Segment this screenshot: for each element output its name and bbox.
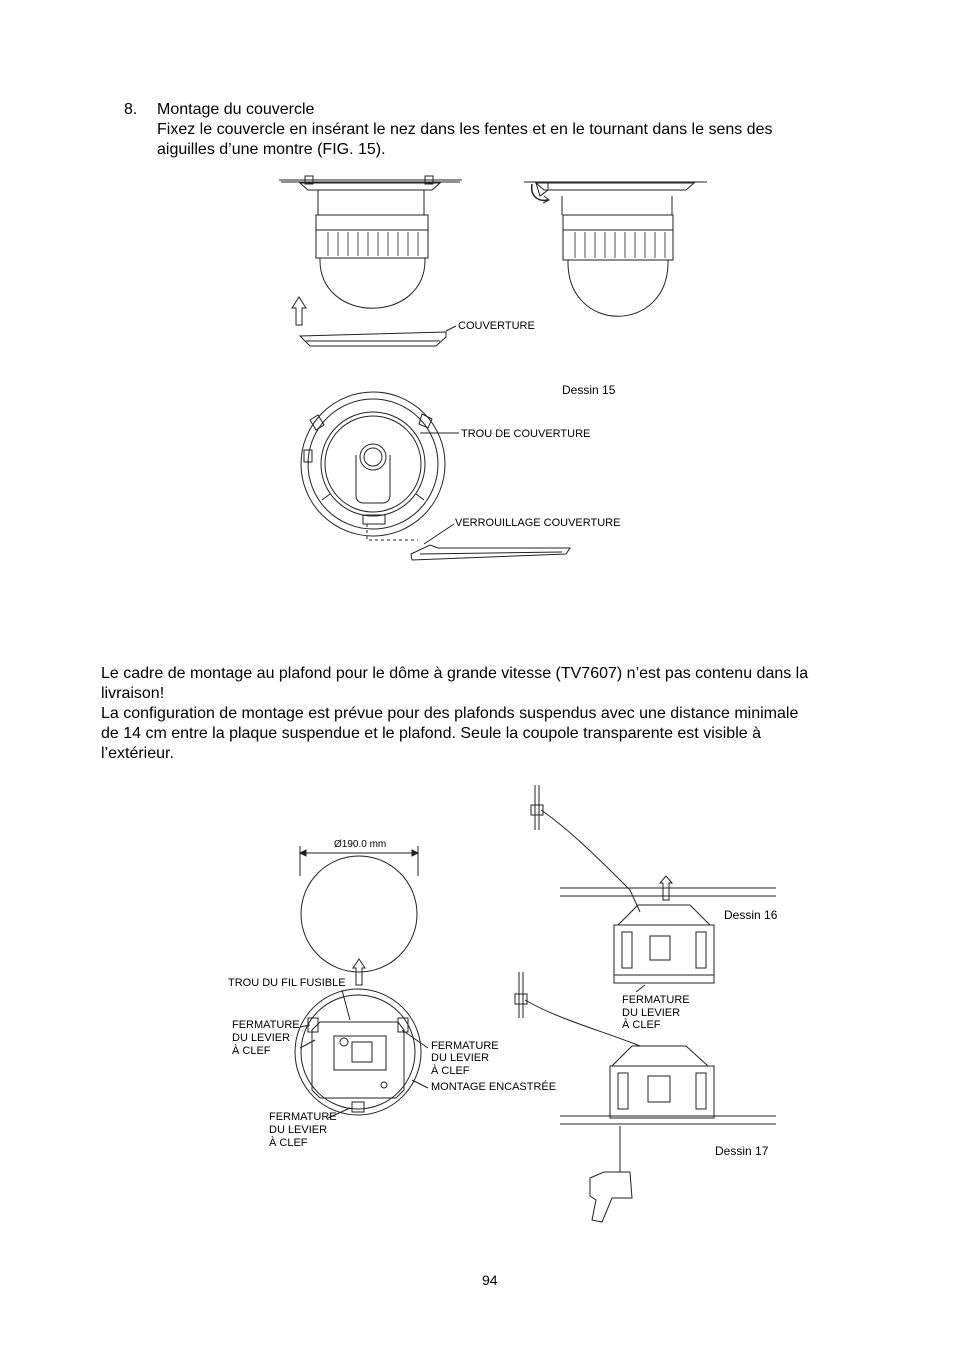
label-line: À CLEF xyxy=(232,1045,271,1057)
label-diameter: Ø190.0 mm xyxy=(334,839,387,850)
paragraph-line: l’extérieur. xyxy=(101,745,174,762)
label-line: DU LEVIER xyxy=(431,1052,490,1064)
label-cover: COUVERTURE xyxy=(458,320,535,332)
paragraph-line: Le cadre de montage au plafond pour le d… xyxy=(101,665,809,682)
label-line: FERMATURE xyxy=(622,994,690,1006)
label-line: À CLEF xyxy=(431,1065,470,1077)
page-number: 94 xyxy=(482,1272,498,1288)
label-cover-hole: TROU DE COUVERTURE xyxy=(461,428,591,440)
dome-dimension-drawing xyxy=(298,846,420,986)
step-number: 8. xyxy=(124,101,138,118)
paragraph-line: de 14 cm entre la plaque suspendue et le… xyxy=(101,725,761,742)
label-line: FERMATURE xyxy=(232,1019,300,1031)
recessed-mount-top-view-drawing xyxy=(294,988,429,1119)
label-line: À CLEF xyxy=(269,1137,308,1149)
label-line: FERMATURE xyxy=(431,1040,499,1052)
label-line: FERMATURE xyxy=(269,1111,337,1123)
step-title: Montage du couvercle xyxy=(157,101,315,118)
step-instruction-line: Fixez le couvercle en insérant le nez da… xyxy=(157,121,773,138)
paragraph-line: La configuration de montage est prévue p… xyxy=(101,705,799,722)
figure-17-caption: Dessin 17 xyxy=(715,1144,769,1158)
label-line: DU LEVIER xyxy=(232,1032,291,1044)
label-cover-lock: VERROUILLAGE COUVERTURE xyxy=(455,517,621,529)
dome-left-drawing xyxy=(279,175,462,347)
installation-17-drawing xyxy=(514,972,776,1223)
label-line: DU LEVIER xyxy=(622,1007,681,1019)
figure-16-caption: Dessin 16 xyxy=(724,908,778,922)
dome-right-drawing xyxy=(524,181,707,317)
label-recessed-mount: MONTAGE ENCASTRÉE xyxy=(431,1081,557,1093)
figure-15-caption: Dessin 15 xyxy=(562,383,616,397)
step-instruction-line: aiguilles d’une montre (FIG. 15). xyxy=(157,141,386,158)
installation-16-drawing xyxy=(530,785,776,993)
label-line: À CLEF xyxy=(622,1019,661,1031)
cover-top-view-drawing xyxy=(300,391,571,561)
label-fuse-hole: TROU DU FIL FUSIBLE xyxy=(228,977,346,989)
label-line: DU LEVIER xyxy=(269,1124,328,1136)
paragraph-line: livraison! xyxy=(101,685,165,702)
